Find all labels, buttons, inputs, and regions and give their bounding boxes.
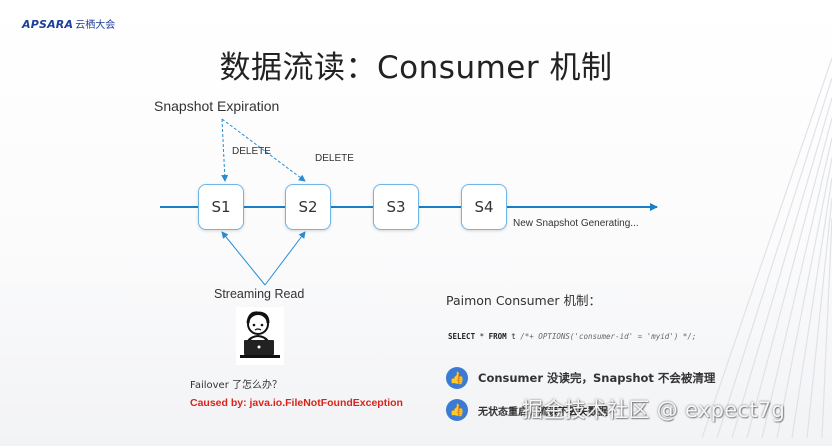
sql-from-keyword: FROM [488,332,507,341]
benefit-item-2: 👍 无状态重启，流读不丢失数据 [446,399,608,421]
failover-question: Failover 了怎么办？ [190,380,282,391]
expiration-to-s2-arrow [221,118,306,182]
sql-star: * [475,332,489,341]
delete-label-s1: DELETE [232,146,271,157]
streaming-to-s1-arrow [221,231,266,286]
expiration-to-s1-arrow [221,118,229,182]
thumbs-up-icon: 👍 [446,367,468,389]
worried-person-at-laptop-illustration [236,307,284,365]
sql-table: t [506,332,521,341]
benefit-text-1: Consumer 没读完，Snapshot 不会被清理 [478,371,716,385]
juejin-watermark: 掘金技术社区 @ expect7g [522,398,786,422]
thumbs-up-icon: 👍 [446,399,468,421]
benefit-text-2: 无状态重启，流读不丢失数据 [478,406,608,418]
snapshot-node-s2: S2 [285,184,331,230]
snapshot-node-s4: S4 [461,184,507,230]
sql-select-keyword: SELECT [448,332,476,341]
benefit-item-1: 👍 Consumer 没读完，Snapshot 不会被清理 [446,367,715,389]
sql-options-hint: /*+ OPTIONS('consumer-id' = 'myid') */; [520,332,697,341]
apsara-logo: APSARA 云栖大会 [22,16,115,31]
snapshot-node-s1: S1 [198,184,244,230]
streaming-read-label: Streaming Read [214,287,305,301]
logo-brand: APSARA [22,18,74,31]
snapshot-expiration-label: Snapshot Expiration [154,98,280,114]
delete-label-s2: DELETE [315,153,354,164]
streaming-to-s2-arrow [264,231,306,286]
paimon-consumer-title: Paimon Consumer 机制： [446,293,602,308]
logo-suffix: 云栖大会 [75,20,116,31]
snapshot-node-s3: S3 [373,184,419,230]
slide-title: 数据流读：Consumer 机制 [219,50,613,86]
new-snapshot-generating-label: New Snapshot Generating... [513,218,639,229]
consumer-sql-snippet: SELECT * FROM t /*+ OPTIONS('consumer-id… [448,332,696,341]
file-not-found-error: Caused by: java.io.FileNotFoundException [190,397,403,409]
